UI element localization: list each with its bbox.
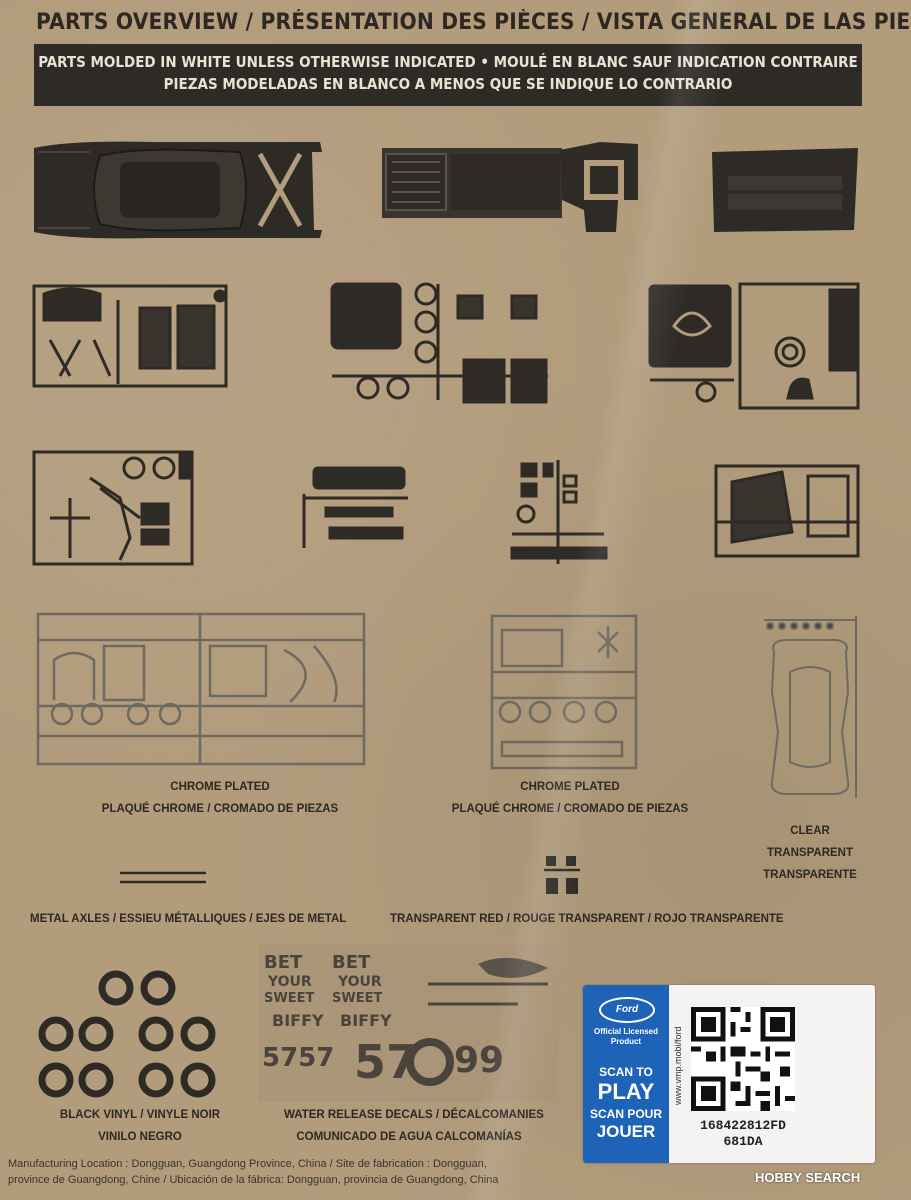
red-lens-sprue <box>540 854 584 896</box>
molding-note-banner: PARTS MOLDED IN WHITE UNLESS OTHERWISE I… <box>34 44 862 106</box>
jouer-text: JOUER <box>596 1122 656 1141</box>
black-vinyl-caption-line1: BLACK VINYL / VINYLE NOIR <box>59 1109 221 1121</box>
chrome-a-caption: CHROME PLATED PLAQUÉ CHROME / CROMADO DE… <box>60 776 380 820</box>
interior-tub-part <box>708 146 862 236</box>
decal-your-1: YOUR <box>267 974 312 990</box>
chassis-part <box>380 140 642 236</box>
black-vinyl-caption: BLACK VINYL / VINYLE NOIR VINILO NEGRO <box>30 1104 250 1148</box>
engine-sprue <box>30 280 230 392</box>
ford-blue-panel: Ford Official Licensed Product SCAN TO P… <box>583 985 669 1163</box>
decal-bet-2: BET <box>332 952 371 973</box>
qr-url-text: www.vmp.mobi/ford <box>673 1026 683 1105</box>
hood-wheels-sprue <box>328 280 554 404</box>
decal-sweet-2: SWEET <box>332 991 382 1006</box>
hobby-search-watermark: HOBBY SEARCH <box>755 1170 861 1185</box>
metal-axles-caption: METAL AXLES / ESSIEU MÉTALLIQUES / EJES … <box>30 913 347 925</box>
chrome-b-caption: CHROME PLATED PLAQUÉ CHROME / CROMADO DE… <box>410 776 730 820</box>
chrome-b-caption-line2: PLAQUÉ CHROME / CROMADO DE PIEZAS <box>451 803 689 815</box>
car-body-part <box>30 138 326 242</box>
clear-caption: CLEAR TRANSPARENT TRANSPARENTE <box>760 820 860 886</box>
decals-caption-line2: COMUNICADO DE AGUA CALCOMANÍAS <box>296 1131 522 1143</box>
black-vinyl-tires <box>38 970 220 1102</box>
product-code: 168422812FD 681DA <box>678 1118 808 1150</box>
decal-number-small: 5757 <box>262 1043 334 1073</box>
banner-line-2: PIEZAS MODELADAS EN BLANCO A MENOS QUE S… <box>163 75 733 93</box>
play-text: PLAY <box>597 1079 655 1104</box>
seats-sprue <box>644 280 862 412</box>
decal-bet-1: BET <box>264 952 303 973</box>
small-parts-sprue <box>508 456 610 568</box>
bumper-sprue <box>300 464 410 556</box>
scan-to-text: SCAN TO <box>599 1065 653 1079</box>
manufacturing-line2: province de Guangdong, Chine / Ubicación… <box>8 1174 499 1186</box>
clear-caption-line2: TRANSPARENT <box>766 847 854 859</box>
chrome-sprue-b <box>488 612 640 772</box>
decal-sweet-1: SWEET <box>264 991 314 1006</box>
chrome-b-caption-line1: CHROME PLATED <box>520 781 620 793</box>
qr-code-icon[interactable] <box>691 1007 795 1111</box>
ford-logo-icon: Ford <box>599 997 655 1023</box>
decal-number-99: 99 <box>454 1040 504 1081</box>
decals-caption-line1: WATER RELEASE DECALS / DÉCALCOMANIES <box>284 1109 544 1121</box>
transparent-red-caption: TRANSPARENT RED / ROUGE TRANSPARENT / RO… <box>390 913 784 925</box>
product-code-line2: 681DA <box>723 1134 763 1149</box>
product-code-line1: 168422812FD <box>700 1118 786 1133</box>
chrome-sprue-a <box>34 610 368 768</box>
clear-caption-line1: CLEAR <box>790 825 830 837</box>
decals-caption: WATER RELEASE DECALS / DÉCALCOMANIES COM… <box>284 1104 544 1148</box>
chrome-a-caption-line2: PLAQUÉ CHROME / CROMADO DE PIEZAS <box>101 803 339 815</box>
scan-pour-text: SCAN POUR <box>589 1107 662 1121</box>
decal-biffy-2: BIFFY <box>340 1011 392 1030</box>
door-panel-sprue <box>712 462 862 560</box>
black-vinyl-caption-line2: VINILO NEGRO <box>98 1131 182 1143</box>
decal-biffy-1: BIFFY <box>272 1011 324 1030</box>
chrome-a-caption-line1: CHROME PLATED <box>170 781 270 793</box>
clear-caption-line3: TRANSPARENTE <box>763 869 857 881</box>
metal-axles-part <box>120 868 206 888</box>
licensed-product-text: Official Licensed Product <box>593 1027 659 1046</box>
ford-licensed-sticker: Ford Official Licensed Product SCAN TO P… <box>583 985 875 1163</box>
decal-sheet: BET BET YOUR YOUR SWEET SWEET BIFFY BIFF… <box>258 944 558 1102</box>
page-title: PARTS OVERVIEW / PRÉSENTATION DES PIÈCES… <box>36 10 911 35</box>
banner-line-1: PARTS MOLDED IN WHITE UNLESS OTHERWISE I… <box>38 53 858 71</box>
decal-your-2: YOUR <box>337 974 382 990</box>
clear-glass-sprue <box>760 612 860 802</box>
frame-sprue <box>30 448 196 568</box>
manufacturing-location: Manufacturing Location : Dongguan, Guang… <box>8 1156 528 1188</box>
manufacturing-line1: Manufacturing Location : Dongguan, Guang… <box>8 1158 487 1170</box>
